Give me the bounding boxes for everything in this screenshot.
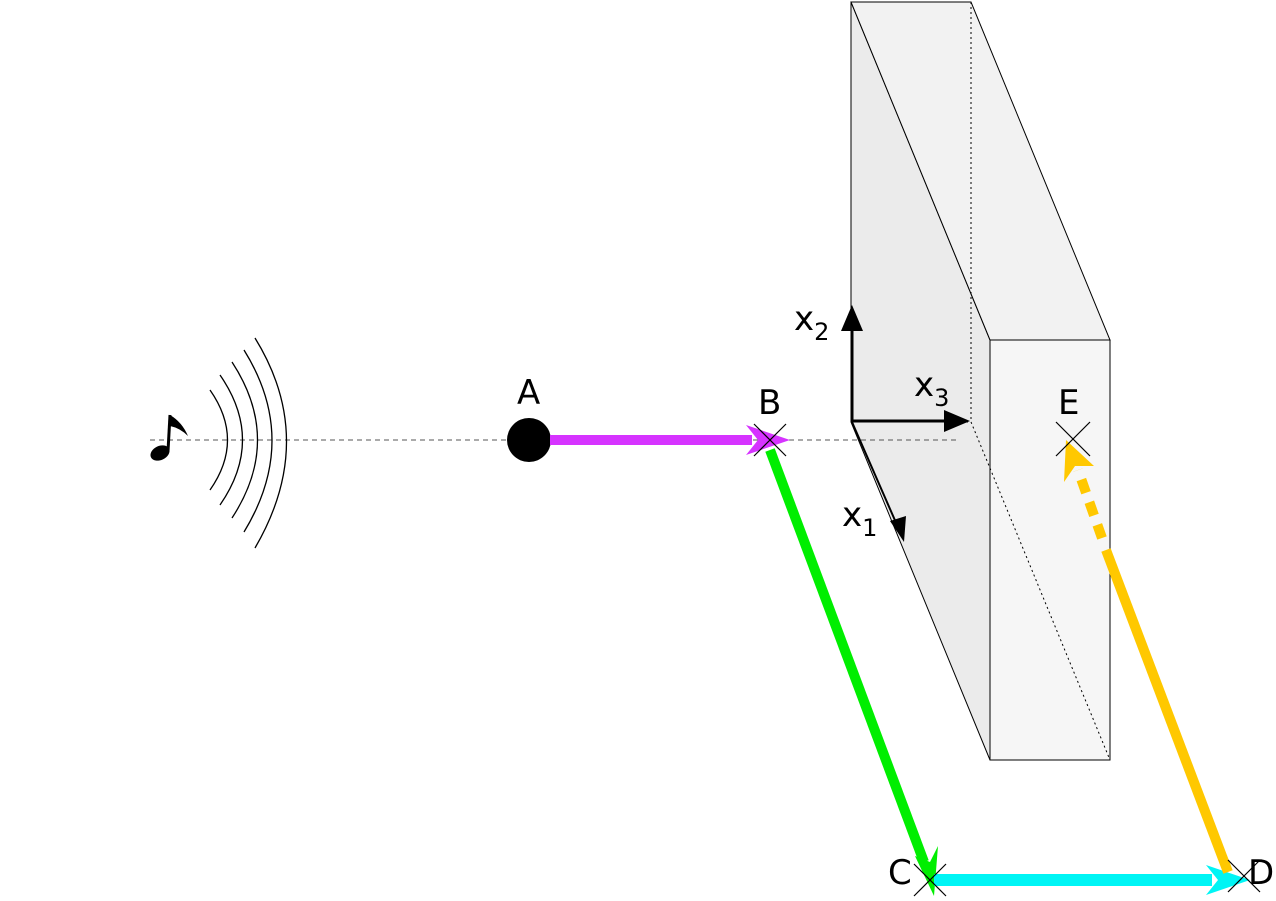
wave-arc-2 bbox=[219, 374, 244, 506]
point-c-label: C bbox=[888, 853, 912, 893]
wave-arc-3 bbox=[231, 361, 259, 519]
wave-arc-4 bbox=[243, 349, 273, 533]
slab-front-face bbox=[989, 339, 1111, 761]
axis-x1-label: x1 bbox=[842, 495, 877, 542]
music-note-icon bbox=[150, 414, 188, 461]
path-b-to-c bbox=[765, 448, 938, 896]
wave-arc-1 bbox=[209, 389, 229, 491]
point-e-label: E bbox=[1058, 383, 1079, 423]
wave-arc-5 bbox=[254, 337, 288, 549]
sound-waves bbox=[209, 337, 288, 549]
axis-x3-label: x3 bbox=[914, 365, 949, 412]
cross-marker-d bbox=[1227, 859, 1261, 893]
cross-marker-b bbox=[753, 423, 787, 457]
slab bbox=[850, 1, 1111, 761]
point-a-dot bbox=[507, 418, 551, 462]
axis-x2-label: x2 bbox=[794, 299, 829, 346]
path-a-to-b bbox=[550, 425, 790, 455]
coordinate-axes bbox=[841, 305, 970, 542]
cross-marker-c bbox=[913, 863, 947, 897]
point-a-label: A bbox=[517, 373, 540, 413]
path-c-to-d bbox=[934, 865, 1250, 895]
point-b-label: B bbox=[758, 383, 781, 423]
cross-marker-e bbox=[1055, 421, 1091, 457]
slab-hidden-edge-diagonal bbox=[970, 421, 1111, 761]
path-d-to-e bbox=[1064, 440, 1233, 874]
point-d-label: D bbox=[1248, 853, 1274, 893]
axis-x1-arrow bbox=[851, 421, 898, 526]
